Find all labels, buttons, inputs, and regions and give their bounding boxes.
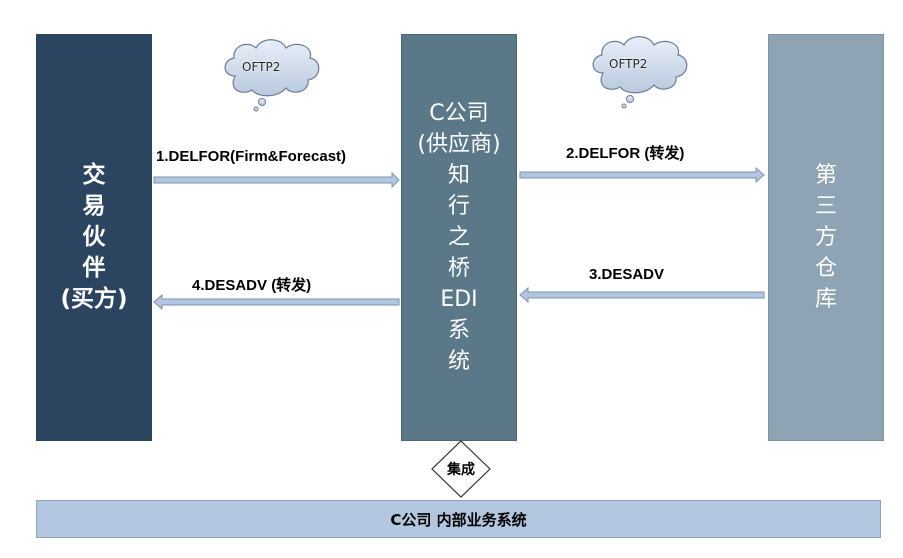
supplier-edi-label: C公司 (供应商) 知 行 之 桥 EDI 系 统 — [417, 101, 501, 374]
arrow-desadv-to-buyer — [153, 293, 400, 311]
arrow-4-label: 4.DESADV (转发) — [192, 277, 312, 294]
oftp2-cloud-left — [224, 39, 320, 112]
warehouse-label: 第 三 方 仓 库 — [814, 163, 837, 312]
integration-diamond — [431, 440, 491, 498]
oftp2-cloud-right — [592, 36, 688, 109]
oftp2-label-left: OFTP2 — [242, 60, 281, 74]
arrow-3-label: 3.DESADV — [589, 266, 665, 283]
integration-label: 集成 — [447, 462, 475, 478]
internal-business-system-label: C公司 内部业务系统 — [390, 510, 527, 529]
integration-node: 集成 — [432, 440, 490, 498]
oftp2-label-right: OFTP2 — [609, 57, 648, 71]
trading-partner-buyer-box: 交 易 伙 伴 (买方) — [36, 34, 152, 441]
supplier-edi-system-box: C公司 (供应商) 知 行 之 桥 EDI 系 统 — [401, 34, 517, 441]
arrow-desadv-to-supplier — [519, 286, 765, 304]
trading-partner-label: 交 易 伙 伴 (买方) — [60, 162, 128, 312]
arrow-2-label: 2.DELFOR (转发) — [566, 145, 685, 162]
arrow-delfor-to-supplier — [153, 171, 400, 189]
arrow-delfor-to-warehouse — [519, 166, 765, 184]
arrow-1-label: 1.DELFOR(Firm&Forecast) — [156, 148, 347, 165]
third-party-warehouse-box: 第 三 方 仓 库 — [768, 34, 884, 441]
internal-business-system-bar: C公司 内部业务系统 — [36, 500, 881, 538]
